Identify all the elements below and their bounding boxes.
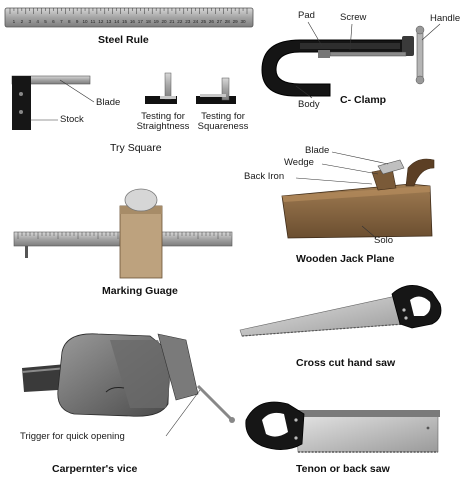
jack-plane-blade [377,159,405,175]
steel-rule-number: 8 [68,19,71,24]
vice-trigger-label: Trigger for quick opening [20,431,125,442]
marking-gauge-title: Marking Guage [102,285,178,297]
steel-rule-number: 26 [209,19,215,24]
cross-cut-saw [239,285,442,337]
try-square [11,72,236,130]
steel-rule-number: 12 [98,19,104,24]
steel-rule-number: 10 [82,19,88,24]
jack-plane-blade-leader [331,151,389,165]
squareness-test-block [196,96,236,104]
vice-handle [196,384,234,422]
carpenters-vice [21,333,235,437]
steel-rule-number: 28 [225,19,231,24]
c-clamp-pad-leader [307,21,323,47]
vice-jaw [110,340,172,408]
jack-plane-solo-leader [361,225,377,239]
vice-front-jaw [157,333,199,401]
steel-rule-number: 3 [28,19,31,24]
steel-rule-number: 18 [146,19,152,24]
steel-rule-number: 30 [240,19,246,24]
steel-rule-ticks [9,8,248,14]
c-clamp-pad-label: Pad [298,10,315,21]
c-clamp-handle-leader [421,23,441,41]
vice-title: Carpernter's vice [52,463,138,475]
tenon-saw-back [290,410,440,417]
c-clamp-handle-label: Handle [430,13,461,24]
marking-gauge-thumbscrew [124,188,158,212]
c-clamp-body-leader [295,85,313,99]
straightness-test-block [145,96,177,104]
try-square-stock [12,76,31,130]
steel-rule-number: 13 [106,19,112,24]
c-clamp-screw-leader [349,23,353,51]
cross-cut-saw-blade [239,295,405,337]
steel-rule-number: 21 [169,19,175,24]
try-square-title: Try Square [110,142,162,154]
try-square-blade-leader [59,79,95,103]
steel-rule-number: 1 [13,19,16,24]
c-clamp-boss [402,36,414,56]
steel-rule-number: 22 [177,19,183,24]
steel-rule-number: 20 [161,19,167,24]
c-clamp [261,21,441,99]
vice-trigger-leader [165,389,201,437]
c-clamp-body-label: Body [298,99,320,110]
test-squareness-label: Testing for Squareness [197,111,249,132]
c-clamp-pad [318,50,330,58]
steel-rule-number: 24 [193,19,199,24]
test-straightness-label: Testing for Straightness [136,111,190,132]
jack-plane-wedge-label: Wedge [284,157,314,168]
tenon-saw [245,401,440,453]
jack-plane-back-iron-leader [295,177,373,185]
c-clamp-screw [329,51,407,57]
c-clamp-screw-label: Screw [340,12,367,23]
marking-gauge [13,188,233,279]
steel-rule-number: 29 [233,19,239,24]
steel-rule-number: 6 [52,19,55,24]
steel-rule-number: 23 [185,19,191,24]
steel-rule-number: 9 [76,19,79,24]
steel-rule-number: 17 [138,19,144,24]
steel-rule-number: 15 [122,19,128,24]
marking-gauge-stock [119,205,163,279]
c-clamp-handle [416,29,424,81]
jack-plane-handle [405,158,435,187]
cross-cut-saw-teeth [241,323,405,337]
steel-rule-title: Steel Rule [98,34,149,46]
c-clamp-bar [300,43,400,49]
jack-plane-solo-label: Solo [374,235,394,246]
try-square-blade-label: Blade [96,97,121,108]
tenon-saw-blade [295,413,439,453]
steel-rule-number: 14 [114,19,120,24]
marking-gauge-spur [25,246,28,258]
tenon-saw-title: Tenon or back saw [296,463,390,475]
steel-rule-number: 4 [36,19,39,24]
steel-rule-number: 16 [130,19,136,24]
steel-rule-number: 11 [91,19,96,24]
steel-rule-number: 2 [21,19,24,24]
steel-rule-number: 5 [44,19,47,24]
steel-rule-number: 19 [154,19,160,24]
cross-cut-saw-title: Cross cut hand saw [296,357,396,369]
c-clamp-title: C- Clamp [340,94,387,106]
try-square-stock-label: Stock [60,114,84,125]
steel-rule-number: 7 [60,19,63,24]
steel-rule-body [4,7,254,28]
jack-plane-blade-label: Blade [305,145,330,156]
jack-plane-wedge-leader [321,163,379,175]
steel-rule-number: 25 [201,19,207,24]
jack-plane [281,151,435,239]
steel-rule-number: 27 [217,19,223,24]
jack-plane-title: Wooden Jack Plane [296,253,395,265]
jack-plane-back-iron-label: Back Iron [244,171,285,182]
